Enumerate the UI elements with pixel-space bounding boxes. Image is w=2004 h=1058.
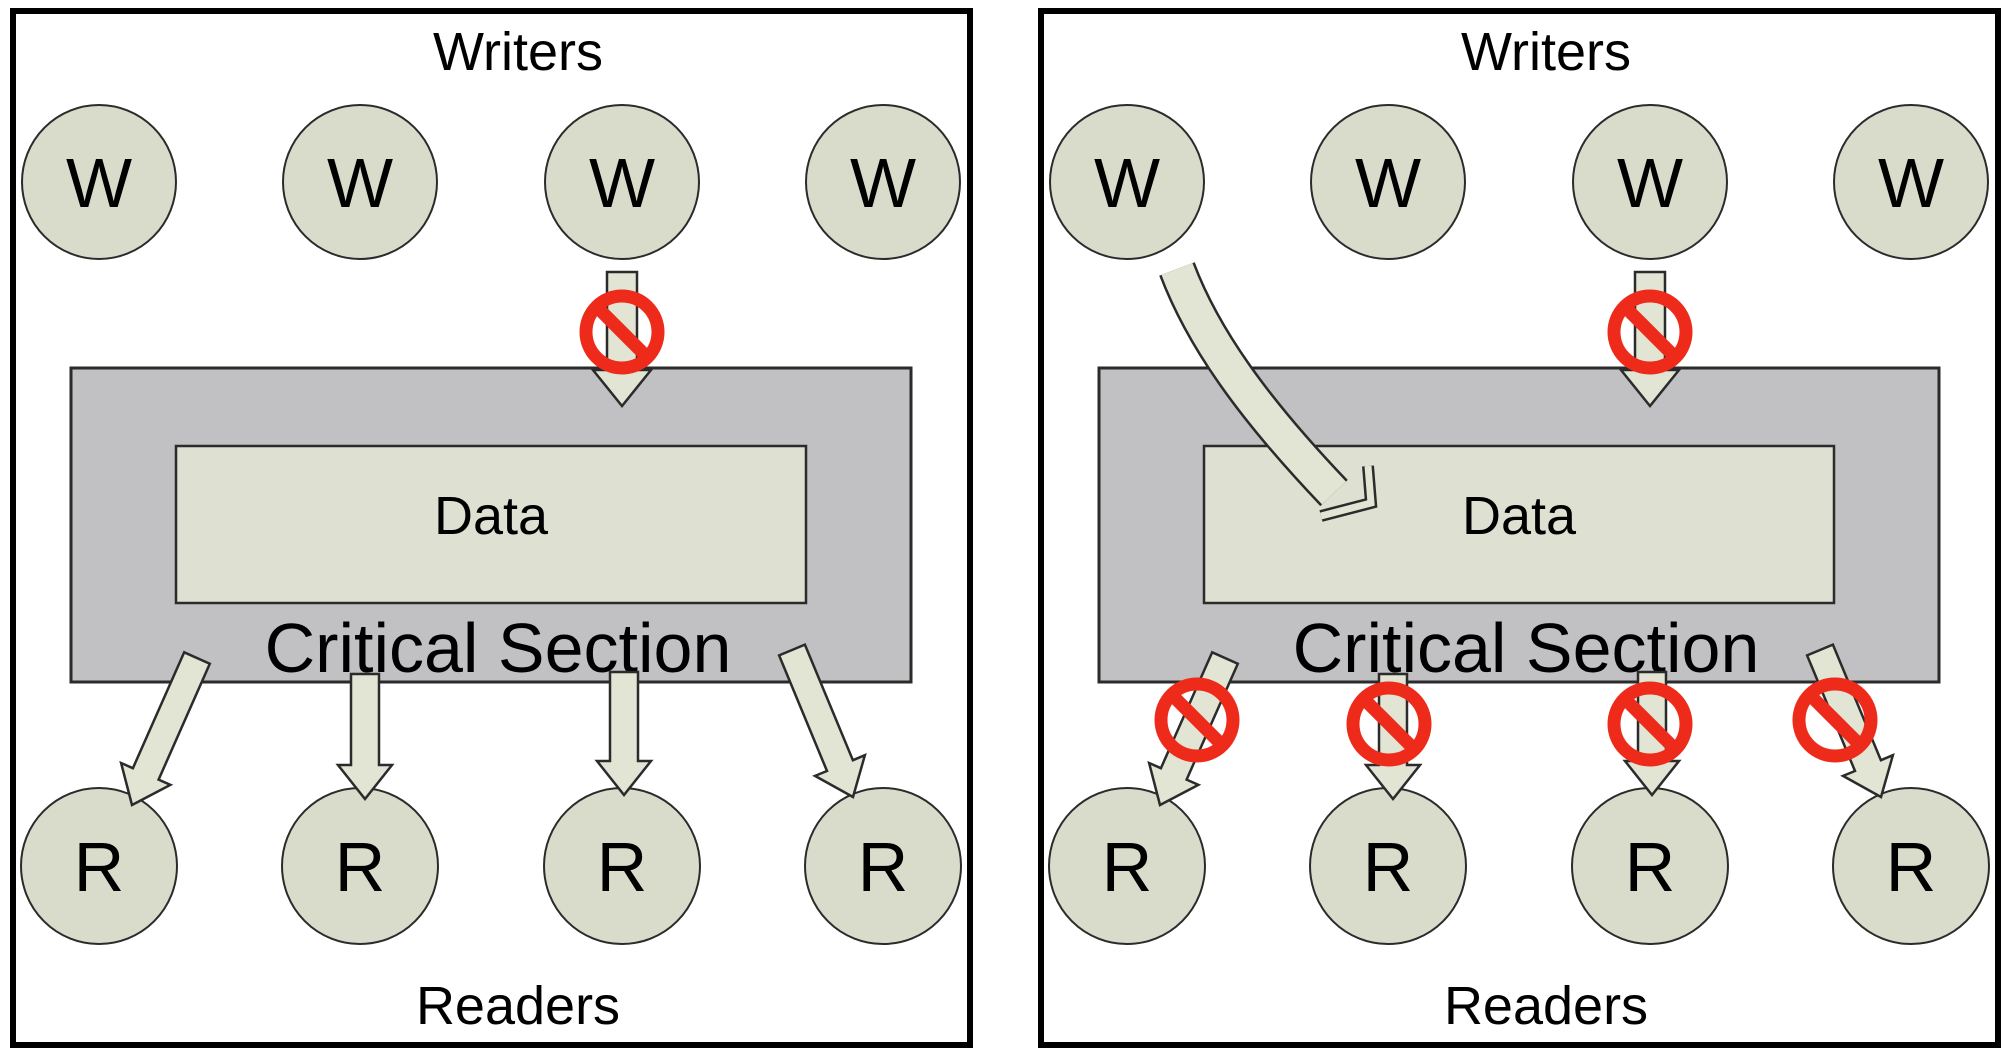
data-label: Data bbox=[434, 486, 549, 546]
reader-node-label: R bbox=[597, 828, 648, 906]
writer-node bbox=[805, 104, 961, 260]
reader-node-label: R bbox=[1625, 828, 1676, 906]
prohibition-slash bbox=[593, 303, 651, 361]
writer-node-label: W bbox=[589, 144, 655, 222]
writer-node-label: W bbox=[1878, 144, 1944, 222]
critical-section-label: Critical Section bbox=[265, 609, 732, 687]
prohibition-slash bbox=[1168, 691, 1226, 749]
prohibition-slash bbox=[1360, 695, 1418, 753]
write-arrowhead bbox=[1320, 465, 1375, 520]
reader-node bbox=[1832, 787, 1990, 945]
prohibition-ring bbox=[579, 289, 665, 375]
reader-node bbox=[1048, 787, 1206, 945]
reader-node-label: R bbox=[335, 828, 386, 906]
readers-label: Readers bbox=[1444, 976, 1648, 1036]
writer-node-label: W bbox=[1617, 144, 1683, 222]
prohibition-slash bbox=[1621, 303, 1679, 361]
prohibition-ring bbox=[1607, 681, 1693, 767]
reader-node-label: R bbox=[1886, 828, 1937, 906]
reader-node-label: R bbox=[858, 828, 909, 906]
writer-node-label: W bbox=[1355, 144, 1421, 222]
reader-node bbox=[804, 787, 962, 945]
read-arrow bbox=[119, 650, 212, 807]
readers-label: Readers bbox=[416, 976, 620, 1036]
writer-node bbox=[1049, 104, 1205, 260]
prohibition-icon bbox=[1154, 677, 1240, 763]
prohibition-slash bbox=[1806, 691, 1864, 749]
writer-node bbox=[282, 104, 438, 260]
write-arrow-shaft bbox=[1161, 263, 1346, 505]
prohibition-ring bbox=[1346, 681, 1432, 767]
writer-node bbox=[21, 104, 177, 260]
prohibition-icon bbox=[1607, 289, 1693, 375]
writer-node-label: W bbox=[1094, 144, 1160, 222]
writer-node-label: W bbox=[850, 144, 916, 222]
prohibition-ring bbox=[1792, 677, 1878, 763]
read-arrow bbox=[594, 670, 654, 798]
prohibition-icon bbox=[579, 289, 665, 375]
prohibition-ring bbox=[1607, 289, 1693, 375]
prohibition-ring bbox=[1154, 677, 1240, 763]
read-arrow bbox=[335, 672, 395, 802]
writer-node-label: W bbox=[327, 144, 393, 222]
prohibition-icon bbox=[1607, 681, 1693, 767]
writers-label: Writers bbox=[433, 22, 603, 82]
writer-node bbox=[1310, 104, 1466, 260]
prohibition-slash bbox=[1621, 695, 1679, 753]
writer-node-label: W bbox=[66, 144, 132, 222]
read-arrow bbox=[777, 642, 867, 799]
data-label: Data bbox=[1462, 486, 1577, 546]
writers-label: Writers bbox=[1461, 22, 1631, 82]
reader-node bbox=[20, 787, 178, 945]
writer-node bbox=[544, 104, 700, 260]
writer-node bbox=[1833, 104, 1989, 260]
reader-node-label: R bbox=[1363, 828, 1414, 906]
reader-node-label: R bbox=[1102, 828, 1153, 906]
data-box bbox=[174, 444, 808, 605]
prohibition-icon bbox=[1346, 681, 1432, 767]
prohibition-icon bbox=[1792, 677, 1878, 763]
critical-section-label: Critical Section bbox=[1293, 609, 1760, 687]
reader-node-label: R bbox=[74, 828, 125, 906]
writer-node bbox=[1572, 104, 1728, 260]
